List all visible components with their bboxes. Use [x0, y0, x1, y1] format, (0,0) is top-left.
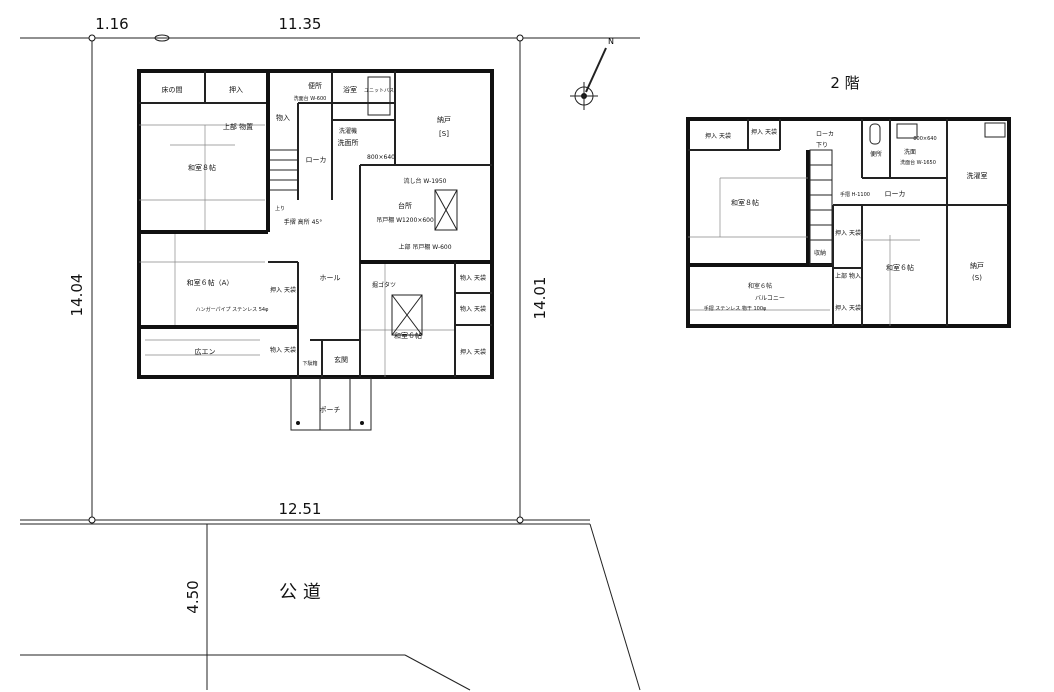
kitchen-counter-note: 流し台 W-1950 — [403, 177, 446, 185]
toilet-icon — [869, 123, 881, 145]
unit-bath-label: ユニットバス — [364, 88, 394, 94]
lot-boundary — [20, 34, 640, 524]
second-floor-plan: 押入 天袋 押入 天袋 和室８帖 下り ローカ 便所 洗面 800×640 洗面… — [686, 117, 1011, 328]
sink-icon — [896, 123, 918, 139]
room-nando-2f: 納戸 — [970, 261, 984, 270]
closet-c2: 物入 天袋 — [460, 305, 486, 313]
room-washitsu-8-2f: 和室８帖 — [731, 198, 759, 207]
room-kitchen: 台所 — [398, 201, 412, 210]
room-nando-s-2f: (S) — [972, 274, 982, 282]
room-toilet-2f: 便所 — [870, 150, 882, 158]
room-washitsu-6-2f: 和室６帖 — [886, 263, 914, 272]
washer-pan-2f: 800×640 — [913, 136, 936, 142]
road-label: 公 道 — [279, 582, 321, 603]
dim-bottom: 12.51 — [279, 500, 322, 518]
room-hall: ホール — [320, 274, 341, 282]
kitchen-shelf-note: 吊戸棚 W1200×600 — [376, 216, 434, 224]
dim-top: 11.35 — [279, 15, 322, 33]
room-washitsu-8: 和室８帖 — [188, 163, 216, 172]
room-oshiire-4: 押入 天袋 — [835, 304, 861, 312]
room-washroom-2f: 洗面 — [904, 148, 916, 156]
kotatsu-label: 掘ゴタツ — [372, 281, 396, 289]
svg-text:N: N — [608, 37, 614, 46]
stair-up-note: 上り — [275, 205, 285, 212]
room-washitsu-6: 和室６帖 — [394, 331, 422, 340]
room-oshiire-top: 押入 — [229, 85, 243, 94]
sink-note-2f: 洗面台 W-1650 — [900, 159, 936, 166]
room-laundry: 洗濯室 — [967, 171, 988, 180]
handrail-note: 手摺 高所 45° — [284, 218, 322, 226]
dim-road-width: 4.50 — [184, 580, 202, 613]
closet-c1: 物入 天袋 — [460, 274, 486, 282]
dim-right: 14.01 — [531, 277, 549, 320]
stairs — [270, 149, 298, 191]
vanity-note: 洗面台 W-600 — [294, 95, 327, 102]
room-bath: 浴室 — [343, 85, 357, 94]
closet-b: 物入 天袋 — [270, 346, 296, 354]
laundry-sink-icon — [984, 122, 1006, 138]
room-storage-2f: 収納 — [814, 249, 826, 257]
corridor-top: ローカ — [816, 131, 834, 138]
room-washitsu-6a: 和室６帖（A） — [187, 278, 234, 287]
room-nando-s: [S] — [439, 130, 449, 138]
room-monoire-stair: 物入 — [276, 113, 290, 122]
shoe-cabinet: 下駄箱 — [302, 360, 317, 367]
room-tokonoma: 床の間 — [162, 85, 183, 94]
room-oshiire-2: 押入 天袋 — [751, 128, 777, 136]
upper-storage-label: 上部 物置 — [223, 122, 253, 131]
washer-pan-label: 800×640 — [367, 154, 395, 161]
room-oshiire-3: 押入 天袋 — [835, 229, 861, 237]
north-arrow-icon: N — [570, 37, 614, 110]
room-corridor: ローカ — [306, 156, 327, 164]
dim-left-offset: 1.16 — [95, 15, 128, 33]
stairs-2f — [809, 149, 833, 266]
handrail-2f: 手摺 H-1100 — [840, 191, 870, 198]
dim-left: 14.04 — [68, 274, 86, 317]
first-floor-plan: 床の間 押入 上部 物置 和室８帖 物入 便所 浴室 ユニットバス ローカ 洗面… — [137, 69, 494, 431]
room-hiroen: 広エン — [195, 347, 216, 356]
upper-cabinet-note: 上部 吊戸棚 W-600 — [398, 243, 451, 251]
room-genkan: 玄関 — [334, 355, 348, 364]
room-corridor-2f: ローカ — [885, 190, 906, 198]
room-oshiire-1: 押入 天袋 — [705, 132, 731, 140]
fixture-note: ハンガーパイプ ステンレス 54φ — [196, 306, 269, 313]
washer-label: 洗濯機 — [339, 127, 357, 135]
room-toilet: 便所 — [308, 81, 322, 90]
floor2-title: 2 階 — [830, 74, 859, 92]
closet-c3: 押入 天袋 — [460, 348, 486, 356]
upper-storage-2f: 上部 物入 — [835, 272, 861, 280]
room-washroom: 洗面所 — [338, 138, 359, 147]
room-nando: 納戸 — [437, 115, 451, 124]
balcony-label: バルコニー — [755, 295, 785, 302]
closet-a: 押入 天袋 — [270, 286, 296, 294]
porch-label: ポーチ — [320, 406, 341, 414]
public-road — [20, 523, 641, 691]
stair-down-note: 下り — [816, 142, 828, 149]
balcony-note: 手摺 ステンレス 物干 100φ — [704, 305, 767, 312]
room-washitsu-6b-2f: 和室６帖 — [748, 282, 772, 290]
